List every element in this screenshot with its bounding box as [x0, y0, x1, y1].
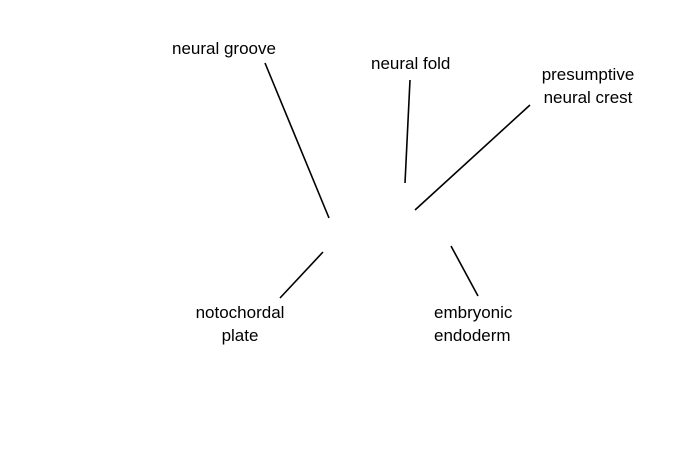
leader-neural-fold: [404, 79, 411, 184]
leader-presumptive-neural-crest: [414, 104, 531, 211]
leader-embryonic-endoderm: [450, 245, 479, 297]
label-notochordal-plate-line-1: notochordal: [195, 303, 285, 322]
label-notochordal-plate: notochordal plate: [180, 301, 300, 347]
label-notochordal-plate-line-2: plate: [221, 326, 259, 345]
leader-neural-groove: [264, 62, 330, 219]
label-presumptive-neural-crest-line-1: presumptive: [541, 65, 635, 84]
label-neural-fold: neural fold: [371, 52, 450, 75]
label-neural-groove-text: neural groove: [172, 39, 276, 58]
label-neural-fold-text: neural fold: [371, 54, 451, 73]
label-presumptive-neural-crest-line-2: neural crest: [543, 88, 633, 107]
leader-notochordal-plate: [279, 251, 324, 299]
label-embryonic-endoderm-line-1: embryonic: [434, 303, 513, 322]
label-embryonic-endoderm-line-2: endoderm: [434, 326, 511, 345]
label-neural-groove: neural groove: [172, 37, 276, 60]
label-embryonic-endoderm: embryonic endoderm: [434, 301, 512, 347]
label-presumptive-neural-crest: presumptive neural crest: [528, 63, 648, 109]
